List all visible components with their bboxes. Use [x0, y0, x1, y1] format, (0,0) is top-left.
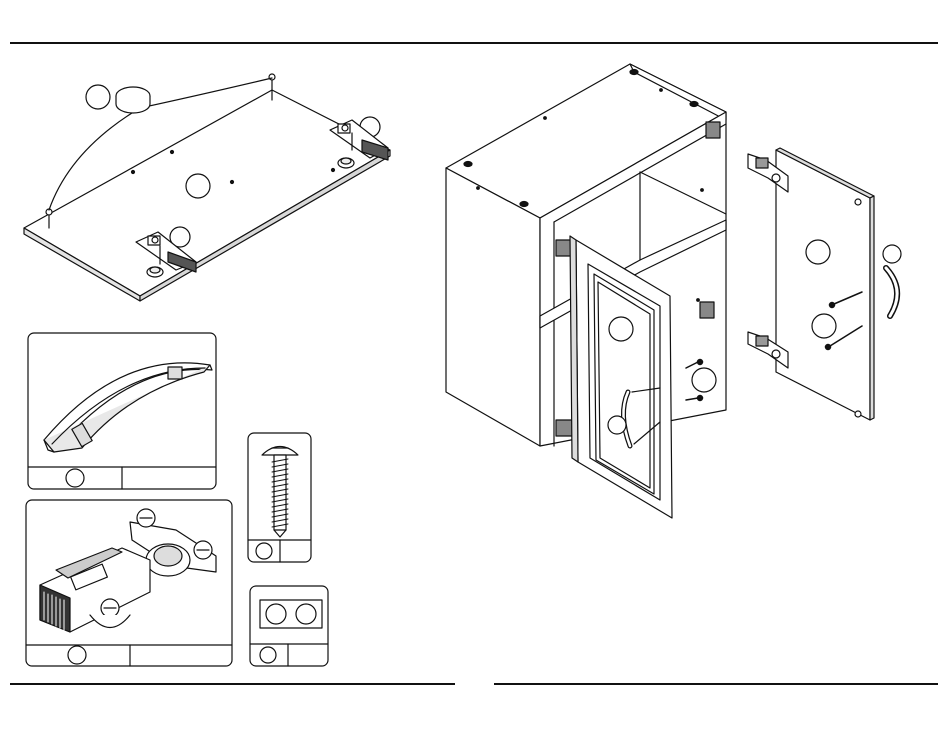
callout-circle — [68, 646, 86, 664]
callout-circle — [66, 469, 84, 487]
screw-part-box — [248, 433, 311, 562]
hinge-part-box — [26, 500, 232, 666]
bumper-part-box — [250, 586, 328, 666]
callout-circle — [296, 604, 316, 624]
callout-circle — [692, 368, 716, 392]
callout-circle — [186, 174, 210, 198]
cabinet-assembly — [446, 64, 901, 518]
handle-part-box — [28, 333, 216, 489]
door-flat-view — [24, 74, 390, 301]
callout-circle — [260, 647, 276, 663]
callout-circle — [812, 314, 836, 338]
callout-circle — [256, 543, 272, 559]
callout-circle — [266, 604, 286, 624]
callout-circle — [609, 317, 633, 341]
callout-circle — [608, 416, 626, 434]
callout-circle — [883, 245, 901, 263]
callout-circle — [86, 85, 110, 109]
callout-circle — [806, 240, 830, 264]
